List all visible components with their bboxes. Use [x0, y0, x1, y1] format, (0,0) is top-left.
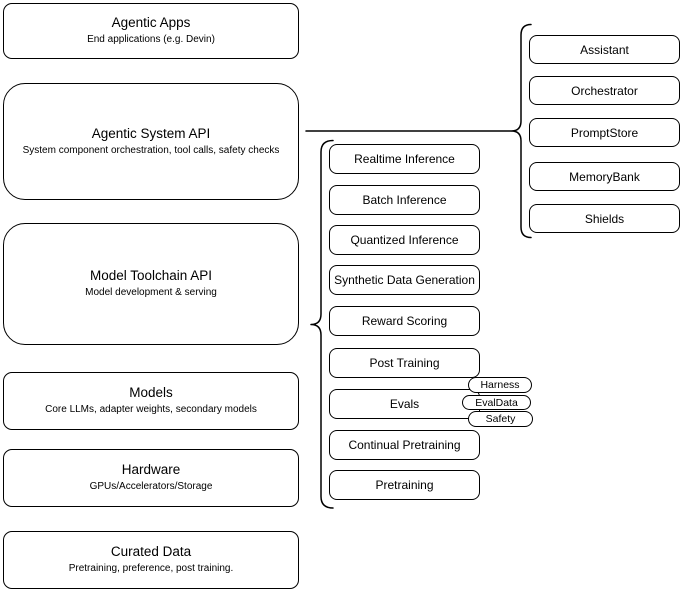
node-title: Model Toolchain API: [89, 268, 213, 284]
system-component-assistant: Assistant: [529, 35, 680, 64]
node-subtitle: End applications (e.g. Devin): [87, 34, 215, 46]
node-models: Models Core LLMs, adapter weights, secon…: [3, 372, 299, 430]
node-title: Agentic Apps: [111, 15, 191, 31]
node-hardware: Hardware GPUs/Accelerators/Storage: [3, 449, 299, 507]
node-subtitle: Model development & serving: [85, 287, 217, 299]
toolchain-service-evals: Evals: [329, 389, 480, 419]
toolchain-service-pretraining: Pretraining: [329, 470, 480, 500]
eval-tag-harness: Harness: [468, 377, 532, 393]
node-subtitle: Pretraining, preference, post training.: [68, 563, 234, 575]
system-component-orchestrator: Orchestrator: [529, 76, 680, 105]
toolchain-service-continual-pretraining: Continual Pretraining: [329, 430, 480, 460]
eval-tag-safety: Safety: [468, 411, 533, 427]
node-subtitle: System component orchestration, tool cal…: [22, 144, 280, 156]
toolchain-service-quantized-inference: Quantized Inference: [329, 225, 480, 255]
system-component-memorybank: MemoryBank: [529, 162, 680, 191]
toolchain-service-post-training: Post Training: [329, 348, 480, 378]
eval-tag-evaldata: EvalData: [462, 395, 531, 410]
node-agentic-apps: Agentic Apps End applications (e.g. Devi…: [3, 3, 299, 59]
system-component-shields: Shields: [529, 204, 680, 233]
system-component-promptstore: PromptStore: [529, 118, 680, 147]
node-title: Agentic System API: [91, 125, 211, 141]
toolchain-service-realtime-inference: Realtime Inference: [329, 144, 480, 174]
node-agentic-system-api: Agentic System API System component orch…: [3, 83, 299, 200]
node-model-toolchain-api: Model Toolchain API Model development & …: [3, 223, 299, 345]
node-subtitle: Core LLMs, adapter weights, secondary mo…: [45, 404, 257, 416]
toolchain-service-reward-scoring: Reward Scoring: [329, 306, 480, 336]
toolchain-service-batch-inference: Batch Inference: [329, 185, 480, 215]
toolchain-service-synthetic-data-generation: Synthetic Data Generation: [329, 265, 480, 295]
node-title: Models: [129, 385, 173, 401]
node-title: Hardware: [121, 462, 181, 478]
node-curated-data: Curated Data Pretraining, preference, po…: [3, 531, 299, 589]
node-title: Curated Data: [110, 544, 192, 560]
node-subtitle: GPUs/Accelerators/Storage: [89, 481, 213, 493]
